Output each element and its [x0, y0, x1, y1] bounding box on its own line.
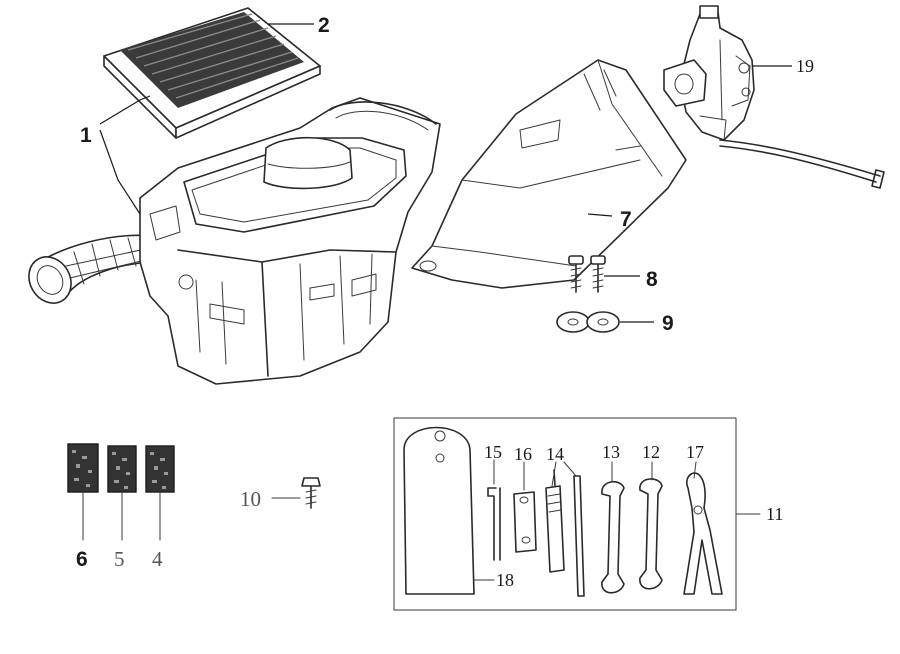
label-14: 14: [546, 444, 564, 464]
washer-icon: [556, 311, 620, 333]
label-13: 13: [602, 442, 620, 462]
bolt-icon: [271, 477, 321, 509]
label-16: 16: [514, 444, 532, 464]
label-11: 11: [766, 504, 783, 524]
label-15: 15: [484, 442, 502, 462]
label-6: 6: [76, 548, 88, 571]
label-4: 4: [152, 547, 163, 571]
label-19: 19: [796, 56, 814, 76]
label-5: 5: [114, 547, 125, 571]
air-filter-element-icon: [103, 7, 321, 139]
sponge-pad-icon: [67, 443, 175, 541]
label-17: 17: [686, 442, 704, 462]
label-1: 1: [80, 124, 92, 147]
carburetor-icon: [663, 5, 885, 189]
label-18: 18: [496, 570, 514, 590]
leader-lines: [99, 23, 792, 323]
screw-icon: [568, 255, 606, 293]
air-cleaner-box-icon: [28, 97, 441, 385]
label-2: 2: [318, 14, 330, 37]
label-12: 12: [642, 442, 660, 462]
label-8: 8: [646, 268, 658, 291]
label-9: 9: [662, 312, 674, 335]
label-7: 7: [620, 208, 632, 231]
air-cleaner-cover-icon: [411, 59, 687, 289]
tool-kit-icon: [393, 417, 761, 611]
label-10: 10: [240, 487, 261, 511]
